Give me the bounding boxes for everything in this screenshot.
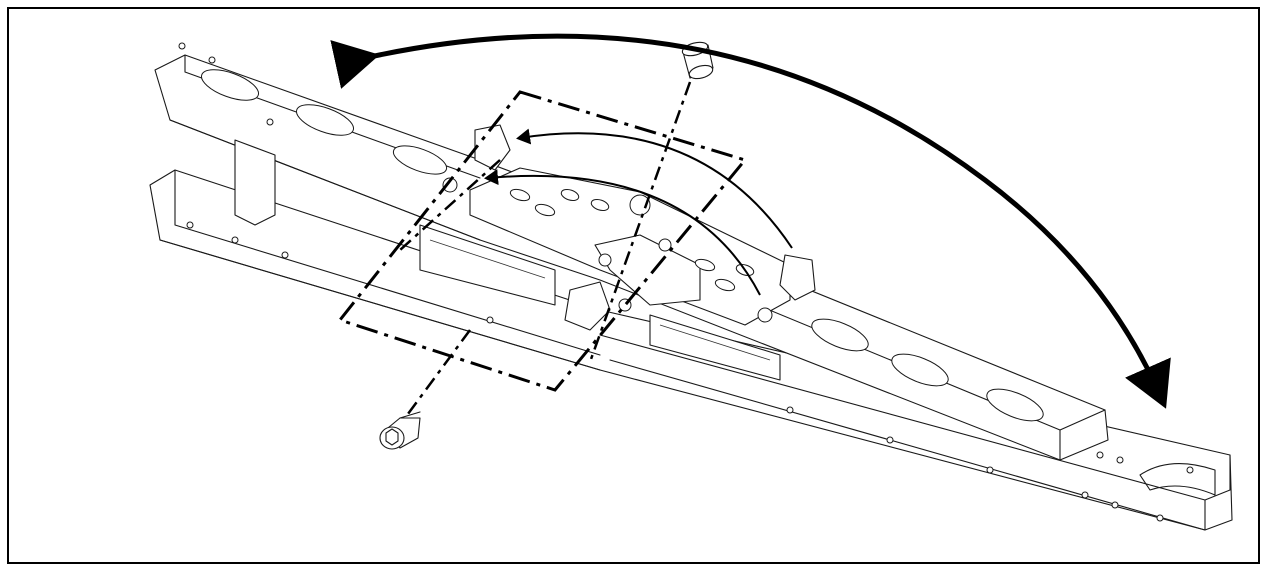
rotation-arrow-small-lower <box>484 169 761 296</box>
rotation-arrow-small-upper <box>516 128 793 249</box>
bolt-bottom <box>379 411 421 450</box>
rotation-arrow-large <box>330 33 1171 409</box>
